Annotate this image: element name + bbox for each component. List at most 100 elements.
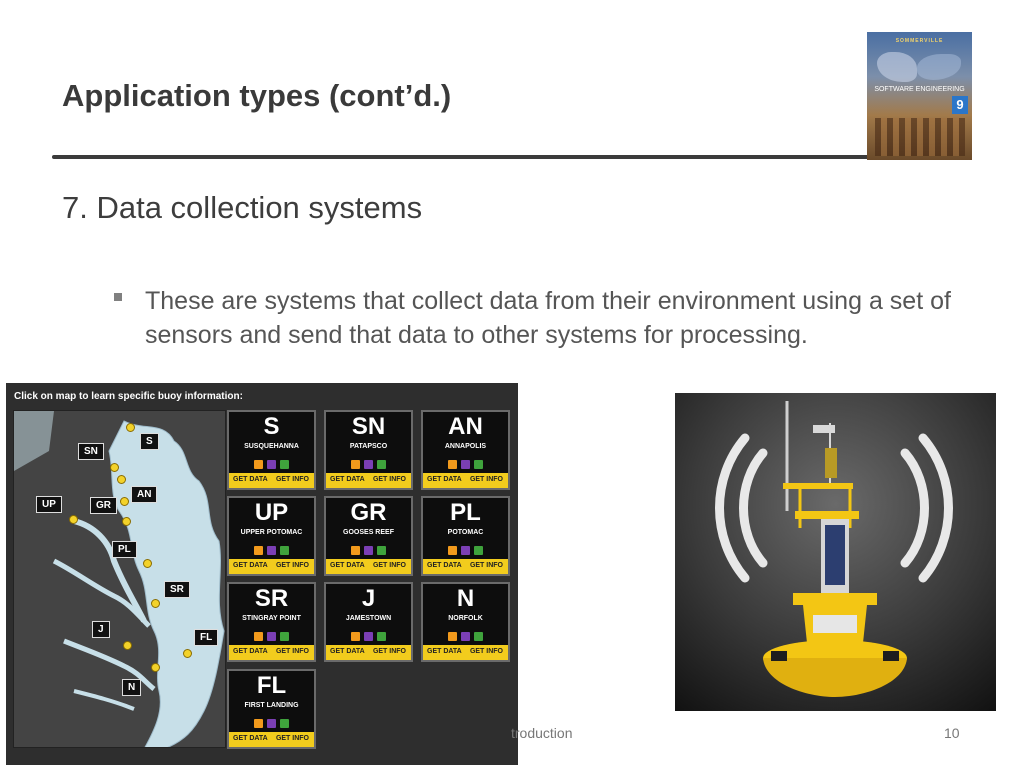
yahoo-icon[interactable] [267, 632, 276, 641]
yahoo-icon[interactable] [364, 460, 373, 469]
google-icon[interactable] [377, 632, 386, 641]
get-info-button[interactable]: GET INFO [275, 648, 309, 655]
get-data-button[interactable]: GET DATA [330, 562, 365, 569]
rss-icon[interactable] [448, 632, 457, 641]
buoy-tag-pl[interactable]: PL [112, 541, 137, 558]
get-info-button[interactable]: GET INFO [372, 648, 406, 655]
map-header: Click on map to learn specific buoy info… [14, 391, 243, 402]
google-icon[interactable] [474, 632, 483, 641]
station-tile[interactable]: GR GOOSES REEF GET DATA GET INFO [324, 496, 413, 576]
get-info-button[interactable]: GET INFO [275, 562, 309, 569]
rss-icon[interactable] [254, 632, 263, 641]
get-info-button[interactable]: GET INFO [469, 648, 503, 655]
buoy-tag-up[interactable]: UP [36, 496, 62, 513]
cover-author: SOMMERVILLE [895, 38, 944, 44]
get-info-button[interactable]: GET INFO [469, 476, 503, 483]
buoy-marker[interactable] [183, 649, 192, 658]
get-data-button[interactable]: GET DATA [233, 476, 268, 483]
buoy-marker[interactable] [110, 463, 119, 472]
station-tile[interactable]: UP UPPER POTOMAC GET DATA GET INFO [227, 496, 316, 576]
yahoo-icon[interactable] [267, 719, 276, 728]
buoy-marker[interactable] [151, 599, 160, 608]
google-icon[interactable] [280, 460, 289, 469]
tile-action-bar: GET DATA GET INFO [326, 559, 411, 574]
get-info-button[interactable]: GET INFO [275, 476, 309, 483]
get-data-button[interactable]: GET DATA [427, 476, 462, 483]
station-name: JAMESTOWN [345, 615, 392, 622]
buoy-marker[interactable] [123, 641, 132, 650]
station-name: POTOMAC [447, 529, 484, 536]
yahoo-icon[interactable] [461, 546, 470, 555]
get-data-button[interactable]: GET DATA [233, 648, 268, 655]
rss-icon[interactable] [448, 460, 457, 469]
buoy-marker[interactable] [151, 663, 160, 672]
get-info-button[interactable]: GET INFO [372, 476, 406, 483]
chesapeake-map[interactable]: S SN AN UP GR PL SR J FL N [13, 410, 226, 748]
rss-icon[interactable] [254, 546, 263, 555]
station-name: GOOSES REEF [343, 529, 394, 536]
buoy-tag-gr[interactable]: GR [90, 497, 117, 514]
station-name: ANNAPOLIS [444, 443, 487, 450]
feed-icons [229, 542, 314, 560]
station-code: SN [351, 413, 386, 440]
station-code: J [361, 585, 376, 612]
yahoo-icon[interactable] [461, 460, 470, 469]
rss-icon[interactable] [351, 632, 360, 641]
station-tile[interactable]: AN ANNAPOLIS GET DATA GET INFO [421, 410, 510, 490]
google-icon[interactable] [280, 719, 289, 728]
buoy-marker[interactable] [117, 475, 126, 484]
buoy-structure [763, 401, 907, 697]
get-info-button[interactable]: GET INFO [469, 562, 503, 569]
station-tile[interactable]: SN PATAPSCO GET DATA GET INFO [324, 410, 413, 490]
get-data-button[interactable]: GET DATA [427, 562, 462, 569]
buoy-tag-fl[interactable]: FL [194, 629, 219, 646]
buoy-tag-j[interactable]: J [92, 621, 110, 638]
yahoo-icon[interactable] [364, 546, 373, 555]
get-data-button[interactable]: GET DATA [233, 562, 268, 569]
buoy-tag-sr[interactable]: SR [164, 581, 190, 598]
station-tile[interactable]: SR STINGRAY POINT GET DATA GET INFO [227, 582, 316, 662]
station-tile[interactable]: N NORFOLK GET DATA GET INFO [421, 582, 510, 662]
buoy-marker[interactable] [122, 517, 131, 526]
yahoo-icon[interactable] [461, 632, 470, 641]
google-icon[interactable] [474, 460, 483, 469]
rss-icon[interactable] [351, 460, 360, 469]
station-tile[interactable]: PL POTOMAC GET DATA GET INFO [421, 496, 510, 576]
google-icon[interactable] [377, 546, 386, 555]
rss-icon[interactable] [254, 719, 263, 728]
buoy-marker[interactable] [143, 559, 152, 568]
google-icon[interactable] [280, 546, 289, 555]
google-icon[interactable] [474, 546, 483, 555]
buoy-tag-n[interactable]: N [122, 679, 142, 696]
buoy-marker[interactable] [126, 423, 135, 432]
rss-icon[interactable] [351, 546, 360, 555]
tile-action-bar: GET DATA GET INFO [423, 473, 508, 488]
buoy-tag-sn[interactable]: SN [78, 443, 104, 460]
get-info-button[interactable]: GET INFO [372, 562, 406, 569]
get-data-button[interactable]: GET DATA [427, 648, 462, 655]
buoy-tag-an[interactable]: AN [131, 486, 158, 503]
get-data-button[interactable]: GET DATA [233, 735, 268, 742]
station-code: S [263, 413, 280, 440]
cover-title: SOFTWARE ENGINEERING [874, 86, 965, 93]
yahoo-icon[interactable] [267, 546, 276, 555]
station-tile[interactable]: S SUSQUEHANNA GET DATA GET INFO [227, 410, 316, 490]
get-info-button[interactable]: GET INFO [275, 735, 309, 742]
station-code: SR [254, 585, 289, 612]
rss-icon[interactable] [448, 546, 457, 555]
buoy-marker[interactable] [69, 515, 78, 524]
google-icon[interactable] [280, 632, 289, 641]
feed-icons [229, 715, 314, 733]
buoy-marker[interactable] [120, 497, 129, 506]
station-name: FIRST LANDING [244, 702, 299, 709]
get-data-button[interactable]: GET DATA [330, 648, 365, 655]
rss-icon[interactable] [254, 460, 263, 469]
get-data-button[interactable]: GET DATA [330, 476, 365, 483]
station-tile[interactable]: FL FIRST LANDING GET DATA GET INFO [227, 669, 316, 749]
station-tile[interactable]: J JAMESTOWN GET DATA GET INFO [324, 582, 413, 662]
buoy-tag-s[interactable]: S [140, 433, 159, 450]
yahoo-icon[interactable] [364, 632, 373, 641]
yahoo-icon[interactable] [267, 460, 276, 469]
google-icon[interactable] [377, 460, 386, 469]
slide-title: Application types (cont’d.) [62, 78, 452, 113]
